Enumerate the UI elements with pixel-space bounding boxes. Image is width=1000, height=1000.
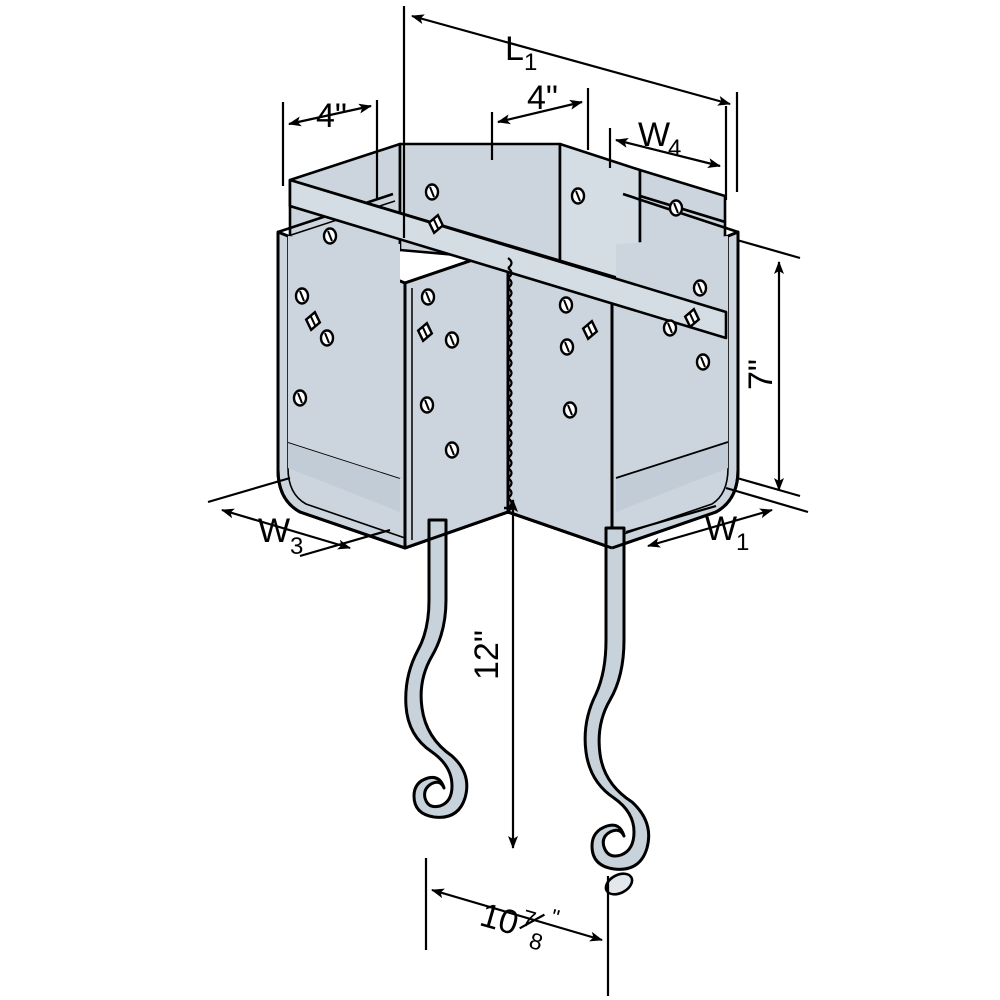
right-strap-end-cap <box>604 872 634 896</box>
dim-w3-subscript: 3 <box>290 533 303 560</box>
hole-tick <box>700 356 706 368</box>
dim-twelve-label: 12" <box>468 630 506 680</box>
w1-dimension-line <box>647 508 773 548</box>
hole-diamond <box>304 310 322 332</box>
four-left-dimension-line <box>288 103 372 127</box>
hole-tick <box>567 404 573 416</box>
left-pocket-back-face <box>288 236 400 478</box>
front-right-panel-bend <box>611 236 729 539</box>
right-seat <box>615 441 729 512</box>
four-top-dimension-line <box>497 99 583 125</box>
dimension-annotations <box>207 6 809 996</box>
w3-ext-a <box>207 476 291 504</box>
hole-tick <box>449 444 455 456</box>
dim-l1-label: L <box>505 30 524 68</box>
connector-body <box>276 142 740 896</box>
right-pocket-back-face <box>616 236 728 478</box>
dim-ten-whole: 10 <box>476 896 523 943</box>
hole-diamond <box>416 321 434 343</box>
seven-ext-bottom <box>736 476 801 498</box>
right-seat-floor <box>616 442 728 512</box>
left-pocket-back <box>288 236 400 478</box>
right-strap-body <box>583 526 651 871</box>
right-strap <box>583 526 651 896</box>
front-left-panel-bend <box>287 236 406 539</box>
l1-dimension-line <box>411 14 731 106</box>
hole-tick <box>449 334 455 346</box>
dim-w4-subscript: 4 <box>668 135 681 162</box>
dim-seven-label: 7" <box>742 359 780 390</box>
hole-diamond <box>427 213 445 235</box>
dim-w1-label: W <box>705 510 737 548</box>
hole-tick <box>324 332 330 344</box>
hole-tick <box>297 392 303 404</box>
dim-ten-inch-mark: " <box>548 904 562 930</box>
weld-seam <box>504 257 513 514</box>
center-divider-left-face-top <box>403 246 510 550</box>
hole-tick <box>697 282 703 294</box>
hole-tick <box>424 399 430 411</box>
right-seat-floor-line <box>615 441 729 479</box>
dim-w1-subscript: 1 <box>736 529 749 556</box>
hole-diamond <box>683 307 701 329</box>
dim-w3-label: W <box>258 512 290 550</box>
hole-tick <box>563 299 569 311</box>
dimension-labels: L 1 4" 4" W 4 7" W 3 W 1 12" 10 7 <box>258 30 780 956</box>
hole-tick <box>299 290 305 302</box>
left-seat-floor <box>288 442 400 512</box>
hole-tick <box>429 186 435 198</box>
left-strap <box>404 518 469 819</box>
w3-ext-b <box>299 528 391 558</box>
ten-dimension-line <box>431 888 603 942</box>
hole-tick <box>575 190 581 202</box>
left-strap-body <box>404 518 469 819</box>
hole-diamond <box>581 319 599 341</box>
dim-w4-label: W <box>638 116 670 154</box>
fastener-holes <box>292 183 711 459</box>
hole-tick <box>673 202 679 214</box>
hole-tick <box>564 341 570 353</box>
hole-tick <box>667 322 673 334</box>
hole-tick <box>327 230 333 242</box>
right-pocket-back <box>616 236 728 478</box>
w3-dimension-line <box>221 508 351 550</box>
dim-four-top-label: 4" <box>527 79 558 117</box>
dim-l1-subscript: 1 <box>524 49 537 76</box>
w1-ext-b <box>725 486 809 514</box>
hole-tick <box>425 291 431 303</box>
dim-ten-fraction-bar <box>519 913 545 930</box>
dim-ten-seven-eighths-group: 10 7 8 " <box>476 896 562 956</box>
w4-dimension-line <box>615 138 721 168</box>
diagonal-saddle-lower-edge <box>289 205 727 339</box>
seven-ext-top <box>736 238 801 260</box>
dim-four-left-label: 4" <box>316 97 347 135</box>
